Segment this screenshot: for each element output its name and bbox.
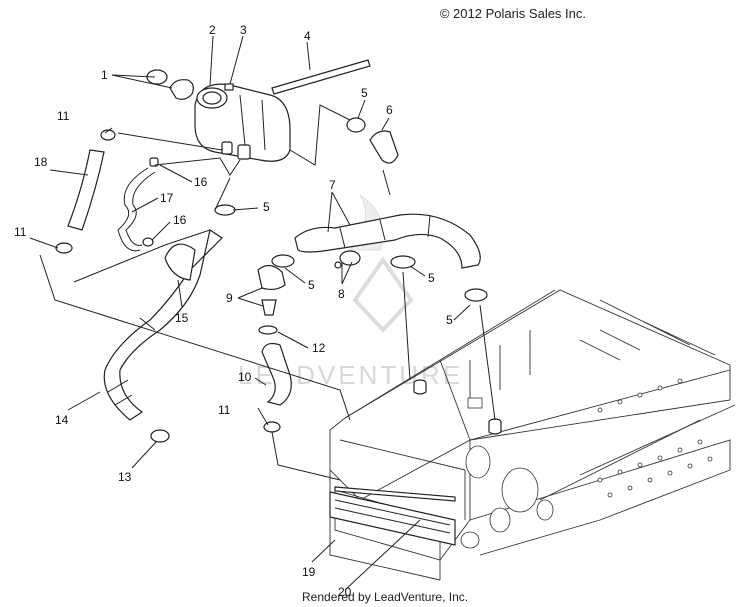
callout-1: 1 xyxy=(101,68,108,82)
clamp-8 xyxy=(334,250,361,269)
strap-20 xyxy=(334,486,456,502)
leader-lines xyxy=(29,35,496,591)
callout-5c: 5 xyxy=(308,278,315,292)
callout-16a: 16 xyxy=(194,175,208,189)
reservoir-cap-1 xyxy=(146,69,194,100)
elbow-hose-6 xyxy=(369,130,399,164)
callout-12: 12 xyxy=(312,341,326,355)
render-credit: Rendered by LeadVenture, Inc. xyxy=(302,590,469,604)
callout-20: 20 xyxy=(338,585,352,599)
callout-9: 9 xyxy=(226,291,233,305)
clip-3 xyxy=(224,83,234,91)
rod-4 xyxy=(271,59,371,95)
heat-exchanger-19 xyxy=(329,491,456,546)
callout-19: 19 xyxy=(302,565,316,579)
callout-11c: 11 xyxy=(218,403,231,417)
callout-5e: 5 xyxy=(446,313,453,327)
thermostat-9 xyxy=(257,264,286,316)
callout-11b: 11 xyxy=(14,225,27,239)
hose-18 xyxy=(67,149,105,231)
callout-10: 10 xyxy=(238,370,252,384)
callout-4: 4 xyxy=(304,29,311,43)
callout-13: 13 xyxy=(118,470,132,484)
callout-6: 6 xyxy=(386,103,393,117)
hose-7 xyxy=(294,213,481,269)
callout-17: 17 xyxy=(160,191,174,205)
callout-5d: 5 xyxy=(428,271,435,285)
callout-3: 3 xyxy=(240,23,247,37)
callout-16b: 16 xyxy=(173,213,187,227)
fitting-16 xyxy=(142,157,159,247)
hose-10 xyxy=(261,342,292,406)
callout-7: 7 xyxy=(329,178,336,192)
callout-11a: 11 xyxy=(57,109,70,123)
callout-15: 15 xyxy=(175,311,189,325)
hose-17 xyxy=(117,167,156,252)
callout-2: 2 xyxy=(209,23,216,37)
coolant-reservoir-2 xyxy=(194,83,291,162)
callout-18: 18 xyxy=(34,155,48,169)
callout-5b: 5 xyxy=(263,200,270,214)
callout-8: 8 xyxy=(338,287,345,301)
chassis-tunnel xyxy=(329,289,736,581)
copyright-notice: © 2012 Polaris Sales Inc. xyxy=(439,6,586,21)
clamp-13 xyxy=(150,429,170,443)
hose-14 xyxy=(103,229,223,421)
o-ring-12 xyxy=(258,325,278,335)
bracket-15 xyxy=(164,243,196,281)
callout-numbers: 1 2 3 4 5 5 5 5 5 6 7 8 9 10 11 11 11 12… xyxy=(14,23,453,599)
callout-5a: 5 xyxy=(361,86,368,100)
callout-14: 14 xyxy=(55,413,69,427)
